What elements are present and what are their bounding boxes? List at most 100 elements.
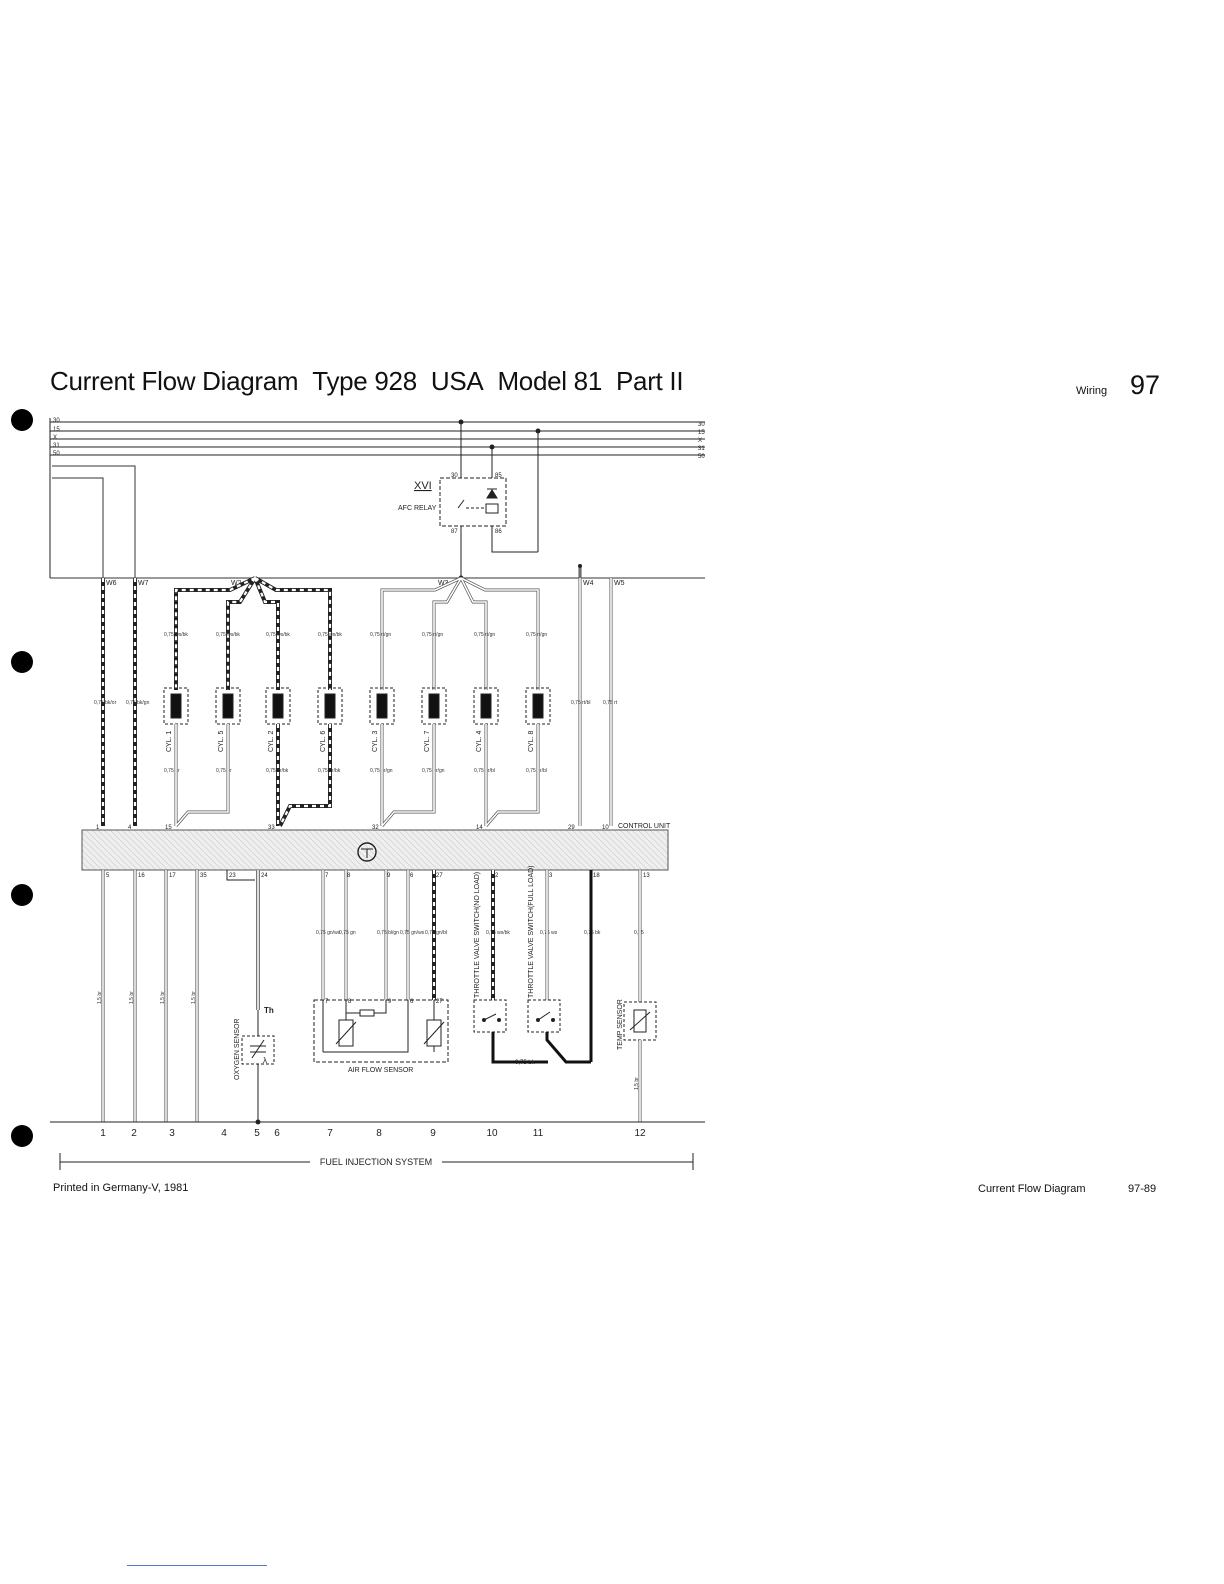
coil-label: CYL. 3 (372, 730, 379, 752)
connector-label: W6 (106, 580, 117, 587)
cu-pin: 29 (568, 825, 575, 831)
coil-label: CYL. 1 (166, 730, 173, 752)
coil-cyl-1 (163, 687, 189, 725)
footer-printed: Printed in Germany-V, 1981 (53, 1182, 189, 1194)
binder-hole (11, 409, 33, 431)
th-label: Th (264, 1006, 274, 1015)
wire-label: 0,75 gr/bl (526, 768, 547, 774)
wire-label: 0,75 ws/bk (318, 632, 342, 638)
wire-label: 0,75 gr/bl (474, 768, 495, 774)
connector-label: W5 (614, 580, 625, 587)
bus-label-left: X (53, 435, 57, 441)
ignition-coils (163, 687, 551, 725)
column-number: 9 (430, 1128, 436, 1139)
wire-label: 0,75 bl/gn (377, 930, 399, 936)
wire-label: 0,75 rt/gn (422, 632, 443, 638)
cu-pin: 5 (106, 873, 110, 879)
wire-label: 0,75 bk/or (94, 700, 117, 706)
column-number: 3 (169, 1128, 175, 1139)
throttle-no-load-label: THROTTLE VALVE SWITCH(NO LOAD) (474, 872, 481, 998)
wire-label: 0,75 gn/ws (400, 930, 425, 936)
wire-label: 0,75 gn/ws (316, 930, 341, 936)
connector-label: W2 (231, 580, 242, 587)
wire-label: 1,5 br (129, 991, 135, 1004)
bus-label-left: 30 (53, 418, 60, 424)
bus-label-right: 15 (698, 430, 705, 436)
throttle-switch-full-load (527, 999, 561, 1033)
relay-terminal: 85 (495, 473, 502, 479)
cu-pin: 9 (387, 873, 391, 879)
oxygen-sensor-label: OXYGEN SENSOR (234, 1019, 241, 1080)
cu-pin: 2 (495, 873, 499, 879)
wire-label: 1,5 br (191, 991, 197, 1004)
cu-pin: 3 (549, 873, 553, 879)
wire-label: 0,75 gn (339, 930, 356, 936)
coil-label: CYL. 8 (528, 730, 535, 752)
binder-hole (11, 651, 33, 673)
section-label: Wiring (1076, 385, 1108, 397)
cu-pin: 7 (325, 873, 329, 879)
link-wire-label: 0,75 bk (515, 1060, 536, 1066)
bus-label-right: 50 (698, 454, 705, 460)
connector-label: W3 (438, 580, 449, 587)
air-flow-sensor-label: AIR FLOW SENSOR (348, 1067, 413, 1074)
bus-label-left: 15 (53, 427, 60, 433)
footer-page-code: 97-89 (1128, 1183, 1157, 1195)
column-number: 1 (100, 1128, 106, 1139)
cu-pin: 8 (347, 873, 351, 879)
system-bracket (59, 1153, 694, 1170)
wire-label: 1,5 br (160, 991, 166, 1004)
coil-cyl-5 (215, 687, 241, 725)
afs-terminal: 27 (436, 999, 443, 1005)
relay-terminal: 87 (451, 529, 458, 535)
afs-terminal: 6 (410, 999, 414, 1005)
cu-pin: 15 (165, 825, 172, 831)
cu-pin: 6 (410, 873, 414, 879)
cu-pin: 27 (436, 873, 443, 879)
wire-label: 0,75 rt (603, 700, 618, 706)
bottom-link-line (127, 1565, 267, 1566)
relay-terminal: 30 (451, 473, 458, 479)
cu-pin: 13 (643, 873, 650, 879)
wire-label: 0,75 rt/gn (474, 632, 495, 638)
column-number: 7 (327, 1128, 333, 1139)
afs-terminal: 7 (325, 999, 329, 1005)
cu-pin: 32 (372, 825, 379, 831)
column-number: 11 (533, 1128, 544, 1139)
cu-pin: 4 (128, 825, 132, 831)
title-part: USA (430, 366, 484, 396)
afs-terminal: 8 (348, 999, 352, 1005)
bus-label-left: 31 (53, 443, 60, 449)
wire-label: 0,75 rt/gn (370, 632, 391, 638)
coil-label: CYL. 4 (476, 730, 483, 752)
footer-title: Current Flow Diagram (978, 1183, 1086, 1195)
cu-pin: 33 (268, 825, 275, 831)
wire-label: 1,5 br (634, 1077, 640, 1090)
column-number: 5 (254, 1128, 260, 1139)
wire-label: 0,75 gn/bl (425, 930, 447, 936)
column-number: 12 (634, 1128, 646, 1139)
bus-label-right: X (698, 438, 702, 444)
lambda-label: λ (263, 1056, 267, 1065)
cu-pin: 14 (476, 825, 483, 831)
wire-label: 1,5 br (97, 991, 103, 1004)
column-number: 2 (131, 1128, 137, 1139)
relay-id: XVI (414, 480, 432, 492)
coil-cyl-2 (265, 687, 291, 725)
wire-label: 0,75 ws/bk (164, 632, 188, 638)
control-unit-label: CONTROL UNIT (618, 823, 671, 830)
coil-cyl-8 (525, 687, 551, 725)
cu-pin: 1 (96, 825, 100, 831)
coil-cyl-3 (369, 687, 395, 725)
cu-pin: 16 (138, 873, 145, 879)
system-label: FUEL INJECTION SYSTEM (320, 1157, 432, 1167)
coil-label: CYL. 6 (320, 730, 327, 752)
wire-label: 0,75 ws/bk (216, 632, 240, 638)
wire-label: 0,75 ws/bk (266, 632, 290, 638)
binder-hole (11, 884, 33, 906)
page-number: 97 (1130, 370, 1161, 400)
bus-label-right: 30 (698, 422, 705, 428)
wire-label: 0,75 bk/gn (126, 700, 150, 706)
wire-label: 0,75 ws/bk (486, 930, 510, 936)
